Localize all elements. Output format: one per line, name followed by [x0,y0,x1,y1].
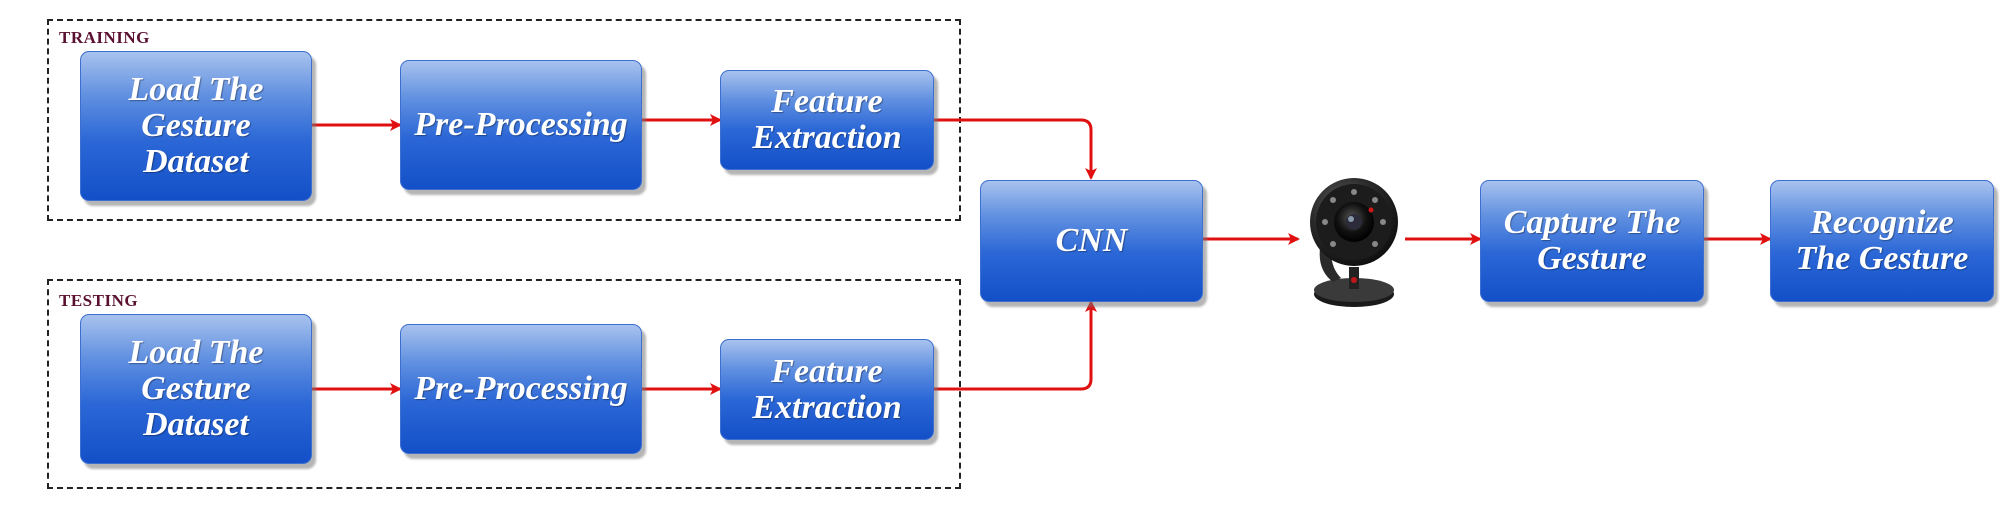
testing-group-frame [47,279,961,489]
test-feature-extraction-box: Feature Extraction [720,339,934,440]
train-load-dataset-box: Load The Gesture Dataset [80,51,312,201]
arrow-train-feat-to-cnn [934,118,1097,180]
test-load-dataset-box: Load The Gesture Dataset [80,314,312,464]
training-group-label: TRAINING [59,28,150,47]
webcam-icon [1310,178,1398,307]
capture-gesture-box: Capture The Gesture [1480,180,1704,302]
test-preprocessing-box: Pre-Processing [400,324,642,454]
testing-group-label: TESTING [59,291,139,310]
train-preprocessing-box: Pre-Processing [400,60,642,190]
recognize-gesture-box: Recognize The Gesture [1770,180,1994,302]
train-feature-extraction-box: Feature Extraction [720,70,934,170]
cnn-box: CNN [980,180,1203,302]
arrow-test-feat-to-cnn [934,300,1097,391]
